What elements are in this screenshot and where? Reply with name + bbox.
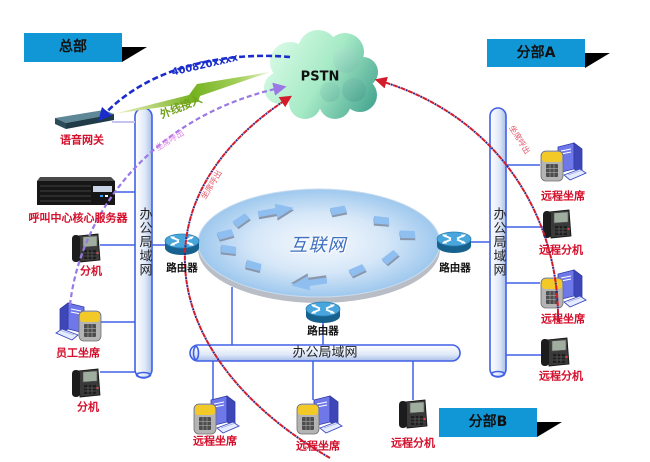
branch-a-site-box [487,39,610,68]
remote-seat-label: 远程坐席 [541,189,585,203]
internet-cloud-icon [197,188,441,303]
extension-label: 分机 [80,264,102,278]
headquarters-lan-label: 办公局域网 [136,207,152,277]
remote-phone-label: 远程分机 [539,243,583,257]
branch-b-title: 分部B [468,414,508,430]
remote-phone-label: 远程分机 [391,436,435,450]
branch-a-router-label: 路由器 [439,261,471,274]
remote-seat-label: 远程坐席 [296,439,340,453]
remote-seat-icon [296,395,343,435]
branch-b-lan-label: 办公局域网 [292,345,358,361]
branch-b-router-label: 路由器 [307,324,339,337]
voice-gateway-label: 语音网关 [60,133,104,147]
branch-a-lan-label: 办公局域网 [490,207,506,277]
branch-b-router-icon [305,301,341,324]
remote-phone-icon [542,209,572,239]
hq-seat-outbound-link [68,82,287,306]
branch-a-router-icon [436,231,472,254]
remote-phone-icon [398,399,428,429]
headquarters-router-label: 路由器 [166,261,198,274]
extension-phone-icon [71,368,101,398]
headquarters-site-box [24,33,147,62]
remote-phone-label: 远程分机 [539,369,583,383]
extension-label: 分机 [77,400,99,414]
branch-b-seat-outbound-link [183,95,331,459]
branch-a-seat-outbound-link [374,76,560,323]
branch-b-site-box [439,408,562,437]
pstn-cloud-icon [264,30,378,119]
employee-seat-icon [55,302,102,342]
remote-seat-icon [540,142,587,182]
trunk-lightning-icon [113,72,270,114]
core-server-icon [37,177,115,205]
access-number-link [98,54,291,121]
remote-seat-label: 远程坐席 [541,312,585,326]
core-server-label: 呼叫中心核心服务器 [28,211,128,225]
internet-label: 互联网 [289,235,347,256]
pstn-label: PSTN [300,69,340,85]
headquarters-router-icon [164,233,200,256]
branch-a-title: 分部A [516,45,556,61]
remote-seat-icon [193,395,240,435]
remote-phone-icon [540,337,570,367]
headquarters-title: 总部 [59,39,87,55]
remote-seat-label: 远程坐席 [193,434,237,448]
remote-seat-icon [540,269,587,309]
branch-b-lan-pipe [189,344,461,362]
employee-seat-label: 员工坐席 [56,346,100,360]
extension-phone-icon [71,233,101,263]
